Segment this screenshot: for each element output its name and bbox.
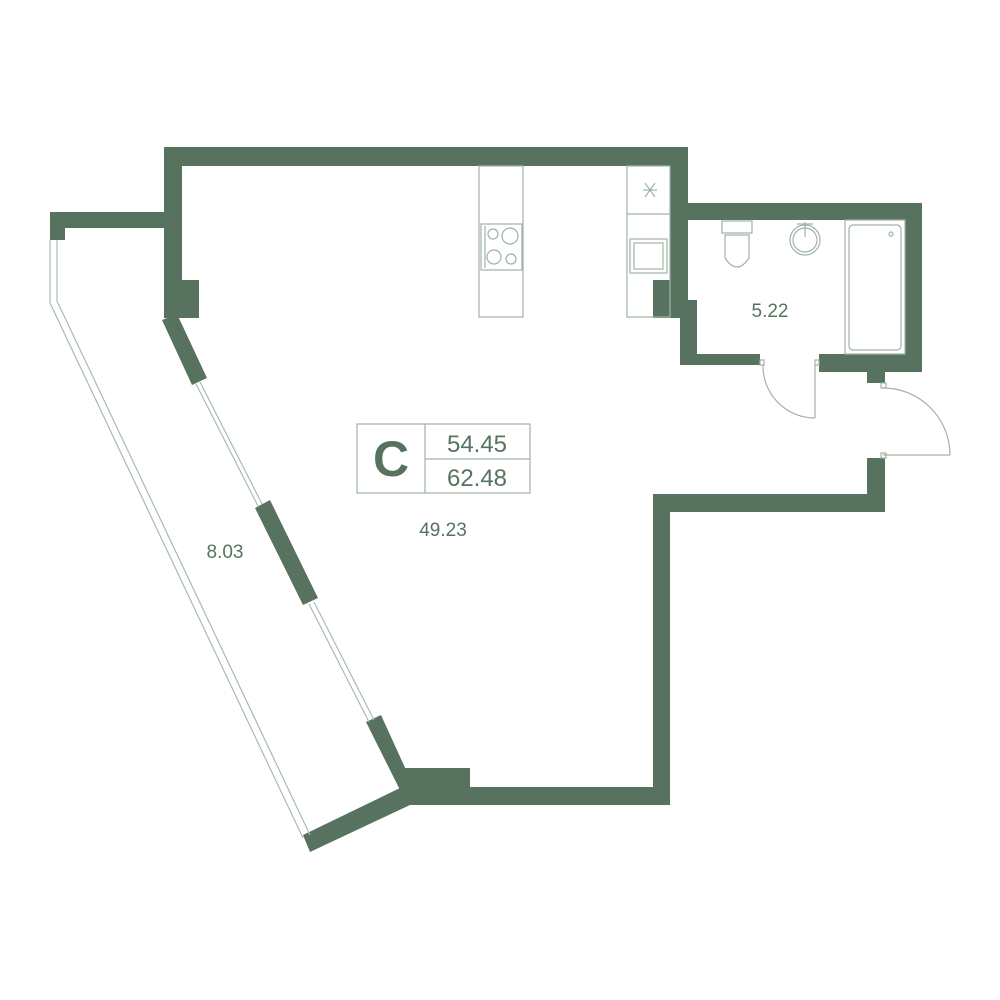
main-room-area: 49.23	[419, 520, 467, 541]
bathroom-right-wall	[905, 203, 922, 372]
toilet-icon	[721, 220, 753, 268]
balcony-area: 8.03	[207, 542, 244, 563]
doors	[759, 359, 951, 459]
left-wall	[164, 147, 182, 318]
entrance-door[interactable]	[880, 382, 951, 459]
right-wall-top	[670, 147, 688, 318]
bathroom-left-wall	[680, 300, 697, 365]
entrance-jamb-top	[867, 354, 885, 383]
fan-icon	[643, 182, 657, 198]
stove-icon	[480, 223, 523, 271]
washbasin-icon	[789, 222, 821, 256]
top-wall	[164, 147, 688, 166]
balcony-railing	[49, 240, 311, 839]
apartment-type: C	[373, 431, 409, 487]
bathroom-area: 5.22	[752, 301, 789, 322]
left-column	[164, 280, 199, 318]
bathroom-door[interactable]	[759, 359, 820, 419]
slant-wall-1	[162, 314, 207, 385]
balcony-bottom-wall	[303, 788, 410, 852]
kitchen-counter	[626, 165, 671, 318]
bathtub-icon	[844, 219, 906, 355]
balcony-top-wall	[50, 212, 164, 228]
balcony-corner	[50, 212, 65, 240]
lower-right-wall	[653, 494, 885, 512]
slant-wall-3	[366, 715, 412, 790]
living-area: 54.45	[447, 431, 507, 458]
walls	[50, 147, 922, 852]
slant-wall-2	[255, 500, 318, 605]
kitchen	[478, 165, 671, 318]
kitchen-island	[478, 165, 524, 318]
windows	[195, 381, 375, 723]
apartment-label: C 54.45 62.48	[356, 423, 531, 494]
bathroom-bottom-wall-left	[680, 354, 760, 365]
bottom-column	[400, 768, 470, 805]
bathroom-fixtures	[721, 219, 906, 355]
right-vertical-wall	[653, 494, 670, 805]
total-area: 62.48	[447, 465, 507, 492]
bathroom-top-wall	[680, 203, 922, 220]
sink-icon	[629, 238, 668, 274]
